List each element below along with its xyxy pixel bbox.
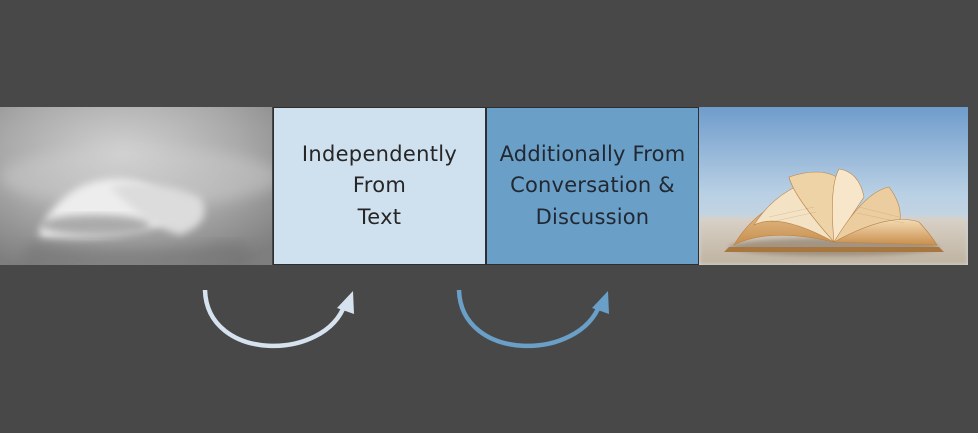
- conversation-discussion-box: Additionally From Conversation & Discuss…: [486, 107, 699, 265]
- curved-arrow-icon: [450, 282, 620, 362]
- curved-arrow-icon: [195, 282, 365, 362]
- open-book-image: [699, 107, 968, 265]
- blurred-book-image: [0, 107, 272, 265]
- right-box-text: Additionally From Conversation & Discuss…: [499, 141, 686, 229]
- left-box-text: Independently From Text: [301, 141, 458, 229]
- independently-from-text-box: Independently From Text: [273, 107, 486, 265]
